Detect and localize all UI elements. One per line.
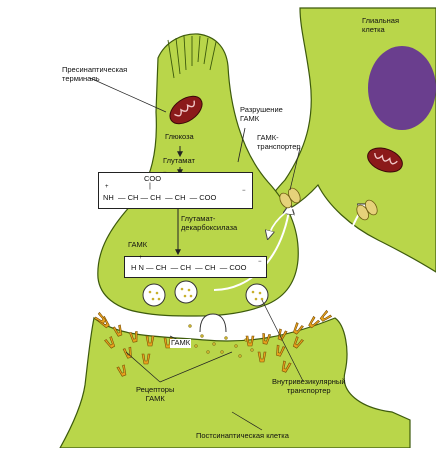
gaba-receptor-icon [141,353,151,365]
label-gaba-transporter: ГАМК- транспортер [257,133,301,151]
postsynaptic-cell [58,316,411,449]
gaba-formula: + H N — CH — CH — CH — COO − [124,255,267,278]
microtubule-line [203,37,209,65]
label-gaba-degradation: Разрушение ГАМК [240,105,283,123]
arrow-to-degradation [237,127,246,163]
gaba-molecules [188,324,254,358]
arrow-reuptake-to-terminal [268,205,299,238]
gaba-molecule [250,348,254,352]
gaba-receptor-icon [319,309,333,322]
axon-microtubules [167,35,217,79]
gaba-receptor-icon [262,333,272,345]
gaba-receptor-icon [104,336,116,349]
microtubule-line [167,39,175,79]
label-gaba-terminal: ГАМК [128,240,148,249]
gaba-receptor-icon [257,351,267,363]
gaba-molecule [212,342,216,346]
gaba-receptor-icon [112,324,123,337]
gaba-molecule [206,350,210,354]
gaba-receptor-icon [245,335,255,347]
gaba-receptors [93,309,333,377]
gaba-receptor-icon [276,344,286,357]
glutamate-formula: COO − | + NH — CH — CH — CH — COO − [98,170,253,209]
gaba-receptor-icon [116,364,127,377]
gaba-receptor-icon [292,336,304,349]
formula-glutamate-chain: NH — CH — CH — CH — COO [103,193,217,202]
label-presynaptic-terminal: Пресинаптическая терминаль [62,65,128,83]
synaptic-vesicle-icon [174,280,198,304]
gaba-transporter-icon [356,199,378,221]
gaba-transporter-icon [279,187,301,209]
gaba-receptor-icon [145,335,155,347]
gaba-receptor-icon [292,322,304,335]
microtubule-line [209,41,217,71]
label-glutamate: Глутамат [163,156,195,165]
gaba-receptor-icon [281,360,292,373]
gaba-molecule [200,334,204,338]
pointer-vesicular [261,299,304,382]
mitochondrion-icon [169,95,203,125]
label-vesicular-transporter: Внутривезикулярный транспортер [272,377,346,395]
formula-gaba-charge: − [258,259,262,265]
gaba-molecule [224,336,228,340]
pointer-receptors-1 [125,351,161,383]
gaba-receptor-icon [122,346,132,359]
gaba-molecule [238,354,242,358]
pointer-receptors-2 [159,351,233,383]
label-gaba-cleft: ГАМК [170,338,192,348]
fusing-vesicle [199,313,227,333]
gaba-receptor-icon [128,331,138,343]
formula-gaba-chain: H N — CH — CH — CH — COO [131,263,247,272]
label-glutamate-decarboxylase: Глутамат- декарбоксилаза [181,214,238,232]
gaba-receptor-icon [93,311,107,324]
microtubule-line [175,37,181,75]
nucleus-icon [368,46,436,130]
formula-bond-vertical: | [149,181,151,190]
synaptic-vesicle-icon [245,283,269,307]
gaba-molecule [234,344,238,348]
gaba-molecule [194,344,198,348]
microtubule-line [197,35,201,63]
formula-plus: + [105,184,109,190]
pointer-transporter [289,147,301,191]
label-glial-cell: Глиальная клетка [362,16,400,34]
formula-coo-top: COO [144,174,162,183]
gaba-receptor-icon [277,328,288,341]
gaba-receptor-icon [308,315,321,329]
gaba-molecule [188,324,192,328]
label-postsynaptic-cell: Постсинаптическая клетка [196,431,289,440]
mitochondrion-icon [367,147,403,173]
pointer-presynaptic [89,77,167,113]
gaba-molecule [220,350,224,354]
microtubule-line [183,35,187,71]
pointer-postsynaptic [231,411,263,431]
formula-glutamate-charge: − [242,188,246,194]
label-gaba-receptors: Рецепторы ГАМК [136,385,175,403]
formula-coo-top-charge: − [163,170,167,176]
synaptic-vesicle-icon [142,283,166,307]
formula-plus: + [139,255,143,261]
label-glucose: Глюкоза [165,132,194,141]
